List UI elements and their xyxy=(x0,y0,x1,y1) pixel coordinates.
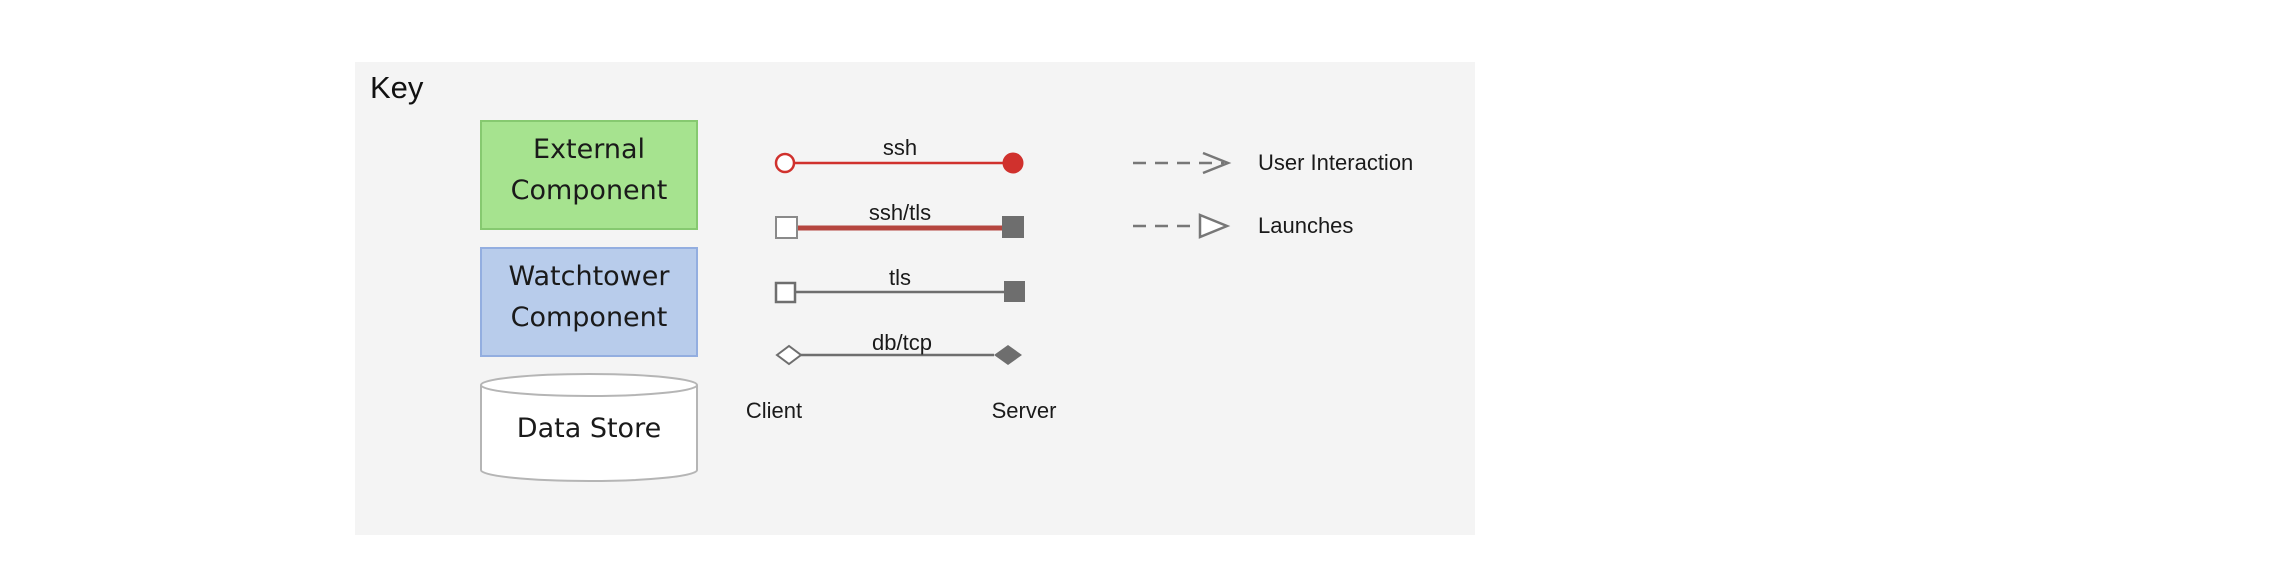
ssh-tls-connection: ssh/tls xyxy=(775,200,1024,239)
data-store-top xyxy=(480,373,698,397)
watchtower-component-shape xyxy=(480,247,698,357)
watchtower-component-label-line1: Watchtower xyxy=(509,261,671,292)
tls-server-square-icon xyxy=(1004,281,1025,302)
external-component-label-line1: External xyxy=(533,134,645,165)
ssh-tls-label: ssh/tls xyxy=(869,200,931,225)
ssh-tls-client-square-icon xyxy=(775,216,798,239)
watchtower-component-label-line2: Component xyxy=(511,302,668,333)
server-label: Server xyxy=(992,398,1057,423)
launches-arrow: Launches xyxy=(1133,213,1353,239)
data-store-body xyxy=(480,385,698,482)
ssh-server-circle-icon xyxy=(1002,152,1024,174)
db-tcp-label: db/tcp xyxy=(872,330,932,355)
tls-connection: tls xyxy=(774,265,1025,304)
watchtower-component-box: Watchtower Component xyxy=(480,247,698,357)
open-arrowhead-icon xyxy=(1202,151,1232,175)
tls-label: tls xyxy=(889,265,911,290)
ssh-label: ssh xyxy=(883,135,917,160)
legend-title: Key xyxy=(370,70,424,105)
db-tcp-server-diamond-icon xyxy=(994,345,1022,365)
launches-label: Launches xyxy=(1258,213,1353,238)
db-tcp-connection: db/tcp xyxy=(775,330,1022,366)
client-label: Client xyxy=(746,398,802,423)
data-store-label: Data Store xyxy=(517,413,661,444)
tls-client-square-icon xyxy=(774,281,797,304)
ssh-client-circle-icon xyxy=(774,152,796,174)
user-interaction-label: User Interaction xyxy=(1258,150,1413,175)
ssh-connection: ssh xyxy=(774,135,1024,174)
external-component-label-line2: Component xyxy=(511,175,668,206)
external-component-shape xyxy=(480,120,698,230)
external-component-box: External Component xyxy=(480,120,698,230)
data-store-cylinder: Data Store xyxy=(480,373,698,482)
ssh-tls-server-square-icon xyxy=(1002,216,1024,238)
hollow-triangle-arrowhead-icon xyxy=(1198,213,1231,239)
user-interaction-arrow: User Interaction xyxy=(1133,150,1413,175)
db-tcp-client-diamond-icon xyxy=(775,344,803,366)
